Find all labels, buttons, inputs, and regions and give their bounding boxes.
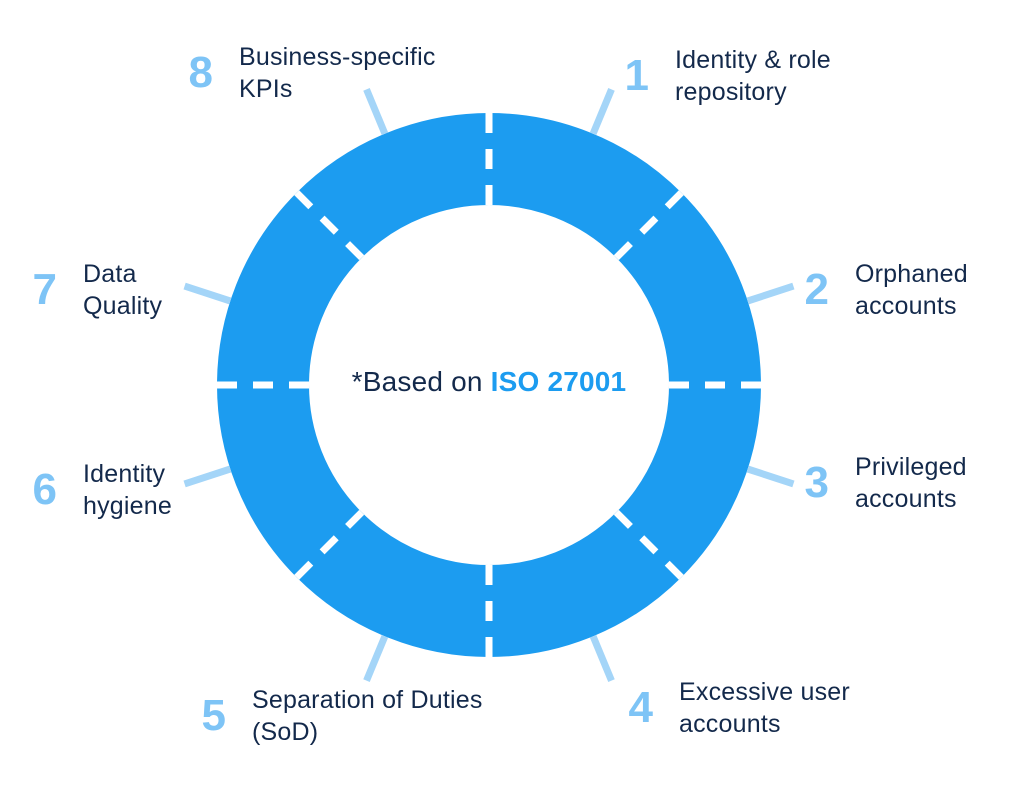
item-identity-hygiene: 6 Identity hygiene <box>24 458 172 522</box>
segment-divider <box>294 509 365 580</box>
item-number: 5 <box>201 691 227 740</box>
tick-line-1 <box>589 88 615 136</box>
item-label-line: hygiene <box>83 492 172 520</box>
item-label-line: Excessive user <box>679 678 850 706</box>
item-label-line: Business-specific <box>239 43 436 71</box>
item-label: Business-specific KPIs <box>239 41 436 105</box>
item-separation-of-duties: 5 Separation of Duties (SoD) <box>193 684 483 748</box>
item-excessive-user-accounts: 4 Excessive user accounts <box>620 676 850 740</box>
item-label: Data Quality <box>83 258 162 322</box>
segment-divider <box>613 509 684 580</box>
item-number: 3 <box>804 458 830 507</box>
item-label-line: Data <box>83 260 137 288</box>
item-number: 7 <box>32 265 58 314</box>
item-label: Orphaned accounts <box>855 258 968 322</box>
item-label: Identity & role repository <box>675 44 831 108</box>
item-label-line: Privileged <box>855 453 967 481</box>
segment-divider <box>294 190 365 261</box>
item-label-line: (SoD) <box>252 718 319 746</box>
item-label-line: Separation of Duties <box>252 686 483 714</box>
item-label: Privileged accounts <box>855 451 967 515</box>
center-caption: *Based on ISO 27001 <box>239 366 739 398</box>
tick-line-7 <box>183 282 232 305</box>
item-number: 2 <box>804 265 830 314</box>
tick-line-5 <box>363 634 389 682</box>
center-caption-highlight: ISO 27001 <box>490 366 627 397</box>
item-identity-role-repository: 1 Identity & role repository <box>616 44 831 108</box>
item-label-line: Quality <box>83 292 163 320</box>
item-label-line: Identity & role <box>675 46 831 74</box>
item-privileged-accounts: 3 Privileged accounts <box>796 451 967 515</box>
item-orphaned-accounts: 2 Orphaned accounts <box>796 258 968 322</box>
segment-dividers <box>217 113 761 657</box>
item-data-quality: 7 Data Quality <box>24 258 163 322</box>
center-caption-prefix: *Based on <box>351 366 491 397</box>
item-label-line: accounts <box>855 292 957 320</box>
item-label-line: repository <box>675 78 787 106</box>
item-number: 4 <box>628 683 654 732</box>
label-tick-lines <box>183 88 795 682</box>
item-label-line: accounts <box>679 710 781 738</box>
tick-line-6 <box>183 465 232 488</box>
item-label-line: Orphaned <box>855 260 968 288</box>
item-label-line: Identity <box>83 460 166 488</box>
tick-line-8 <box>363 88 389 136</box>
item-label: Separation of Duties (SoD) <box>252 684 483 748</box>
item-label: Identity hygiene <box>83 458 172 522</box>
item-label-line: KPIs <box>239 75 293 103</box>
item-number: 6 <box>32 465 58 514</box>
segment-divider <box>613 190 684 261</box>
item-number: 8 <box>188 48 214 97</box>
item-label: Excessive user accounts <box>679 676 850 740</box>
tick-line-2 <box>746 282 795 305</box>
tick-line-4 <box>589 634 615 682</box>
item-label-line: accounts <box>855 485 957 513</box>
item-business-specific-kpis: 8 Business-specific KPIs <box>180 41 436 105</box>
tick-line-3 <box>746 465 795 488</box>
item-number: 1 <box>624 51 650 100</box>
